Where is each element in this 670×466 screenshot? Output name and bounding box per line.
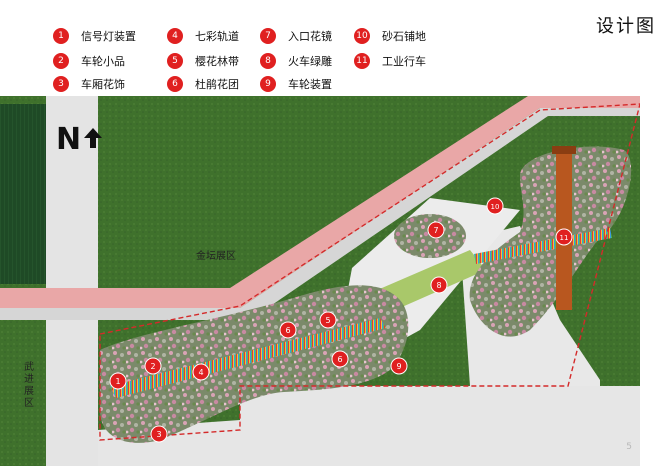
legend-marker: 5 (167, 53, 183, 69)
svg-text:7: 7 (433, 226, 438, 235)
svg-text:3: 3 (156, 430, 161, 439)
legend-item-11: 11 工业行车 (354, 52, 426, 70)
legend-marker: 4 (167, 28, 183, 44)
legend-item-8: 8 火车绿雕 (260, 52, 332, 70)
page-number: 5 (626, 442, 632, 452)
marker-7: 7 (427, 221, 445, 239)
marker-5: 5 (319, 311, 337, 329)
marker-6b: 6 (331, 350, 349, 368)
svg-text:4: 4 (198, 368, 203, 377)
marker-6a: 6 (279, 321, 297, 339)
legend-item-3: 3 车厢花饰 (53, 75, 125, 93)
legend-marker: 2 (53, 53, 69, 69)
svg-text:5: 5 (325, 316, 330, 325)
marker-4: 4 (192, 363, 210, 381)
area-label-jintan: 金坛展区 (196, 251, 236, 262)
svg-text:6: 6 (285, 326, 290, 335)
legend-item-5: 5 樱花林带 (167, 52, 239, 70)
svg-text:8: 8 (436, 281, 441, 290)
legend-label: 入口花镜 (288, 30, 332, 43)
north-label: N (56, 122, 82, 157)
svg-text:11: 11 (560, 234, 569, 242)
legend-label: 车轮小品 (81, 55, 125, 68)
rainbow-track-east (474, 228, 612, 264)
marker-11: 11 (555, 228, 573, 246)
legend-label: 七彩轨道 (195, 30, 239, 43)
north-arrow-icon (84, 128, 102, 148)
legend-marker: 6 (167, 76, 183, 92)
legend-item-6: 6 杜鹃花团 (167, 75, 239, 93)
legend-marker: 8 (260, 53, 276, 69)
rainbow-track (110, 318, 386, 398)
legend-marker: 3 (53, 76, 69, 92)
legend-label: 工业行车 (382, 55, 426, 68)
marker-10: 10 (486, 197, 504, 215)
marker-8: 8 (430, 276, 448, 294)
legend-item-4: 4 七彩轨道 (167, 27, 239, 45)
area-label-wujin: 武进展区 (24, 362, 34, 409)
legend-item-2: 2 车轮小品 (53, 52, 125, 70)
legend-label: 樱花林带 (195, 55, 239, 68)
legend-label: 砂石铺地 (382, 30, 426, 43)
legend-item-9: 9 车轮装置 (260, 75, 332, 93)
industrial-crane (556, 146, 572, 310)
legend-item-1: 1 信号灯装置 (53, 27, 136, 45)
svg-text:1: 1 (115, 377, 120, 386)
legend-label: 车轮装置 (288, 78, 332, 91)
legend-label: 车厢花饰 (81, 78, 125, 91)
legend-marker: 1 (53, 28, 69, 44)
legend-label: 信号灯装置 (81, 30, 136, 43)
svg-text:6: 6 (337, 355, 342, 364)
road-edge (0, 108, 640, 320)
legend: 1 信号灯装置 2 车轮小品 3 车厢花饰 4 七彩轨道 5 樱花林带 6 杜鹃… (0, 0, 670, 96)
legend-marker: 11 (354, 53, 370, 69)
legend-label: 火车绿雕 (288, 55, 332, 68)
site-boundary (99, 103, 640, 441)
marker-1: 1 (109, 372, 127, 390)
bottom-plaza (240, 386, 640, 466)
marker-2: 2 (144, 357, 162, 375)
legend-item-10: 10 砂石铺地 (354, 27, 426, 45)
legend-marker: 10 (354, 28, 370, 44)
marker-3: 3 (150, 425, 168, 443)
svg-text:9: 9 (396, 362, 401, 371)
svg-text:2: 2 (150, 362, 155, 371)
marker-9: 9 (390, 357, 408, 375)
site-plan: 1 2 3 4 5 6 6 7 8 9 10 11 (0, 96, 640, 466)
crane-top (552, 146, 576, 154)
west-road (46, 96, 98, 466)
legend-marker: 7 (260, 28, 276, 44)
svg-text:10: 10 (491, 203, 500, 211)
site-plan-drawing: 1 2 3 4 5 6 6 7 8 9 10 11 (0, 96, 640, 466)
hedge-block (0, 104, 46, 284)
legend-item-7: 7 入口花镜 (260, 27, 332, 45)
page-title: 设计图 (596, 16, 656, 37)
legend-marker: 9 (260, 76, 276, 92)
legend-label: 杜鹃花团 (195, 78, 239, 91)
